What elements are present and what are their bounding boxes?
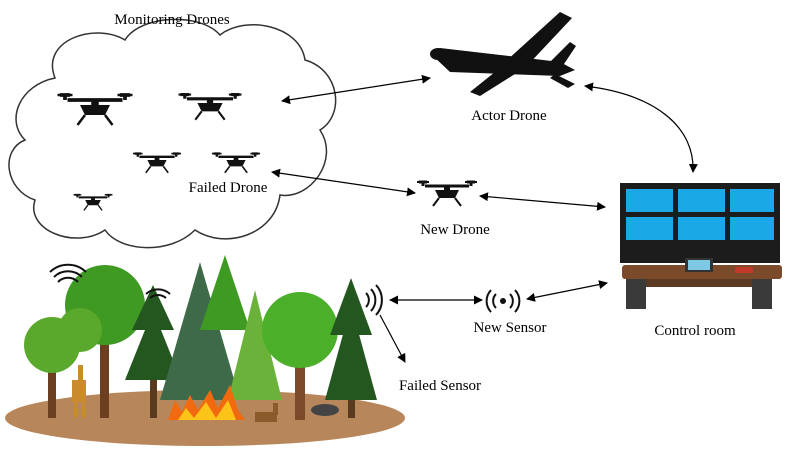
wifi-signal-icon (49, 263, 87, 283)
pine-tree-icon (325, 278, 377, 418)
wolf-icon (311, 404, 339, 416)
giraffe-icon (72, 365, 86, 418)
monitoring-cloud (8, 18, 337, 249)
actor-drone-label: Actor Drone (471, 108, 547, 124)
control-room-label: Control room (654, 323, 736, 339)
failed-drone-label: Failed Drone (189, 180, 268, 196)
arrow-actor-drone-control-room (584, 82, 698, 173)
deer-icon (255, 403, 278, 422)
tree-icon (262, 292, 338, 420)
new-drone-icon (415, 180, 479, 208)
new-sensor-icon (485, 289, 521, 313)
arrow-new-drone-control-room (479, 192, 606, 211)
actor-drone-icon (430, 12, 576, 96)
wifi-signal-icon (145, 288, 171, 299)
control-room-icon (620, 183, 782, 309)
new-sensor-label: New Sensor (474, 320, 547, 336)
arrow-cloud-actor-drone (281, 74, 431, 105)
fire-icon (168, 385, 245, 420)
pine-tree-icon (160, 255, 250, 400)
wifi-signal-icon (365, 284, 383, 316)
pine-tree-icon (228, 290, 282, 400)
new-drone-label: New Drone (420, 222, 490, 238)
monitoring-drones-label: Monitoring Drones (114, 12, 230, 28)
arrow-failed-sensor (379, 314, 406, 363)
arrow-failed-drone-new-drone (271, 168, 416, 197)
pine-tree-icon (125, 285, 181, 418)
tree-icon (58, 265, 145, 418)
forest-scene (5, 255, 405, 446)
failed-sensor-label: Failed Sensor (399, 378, 481, 394)
arrow-new-sensor-control-room (526, 280, 608, 302)
